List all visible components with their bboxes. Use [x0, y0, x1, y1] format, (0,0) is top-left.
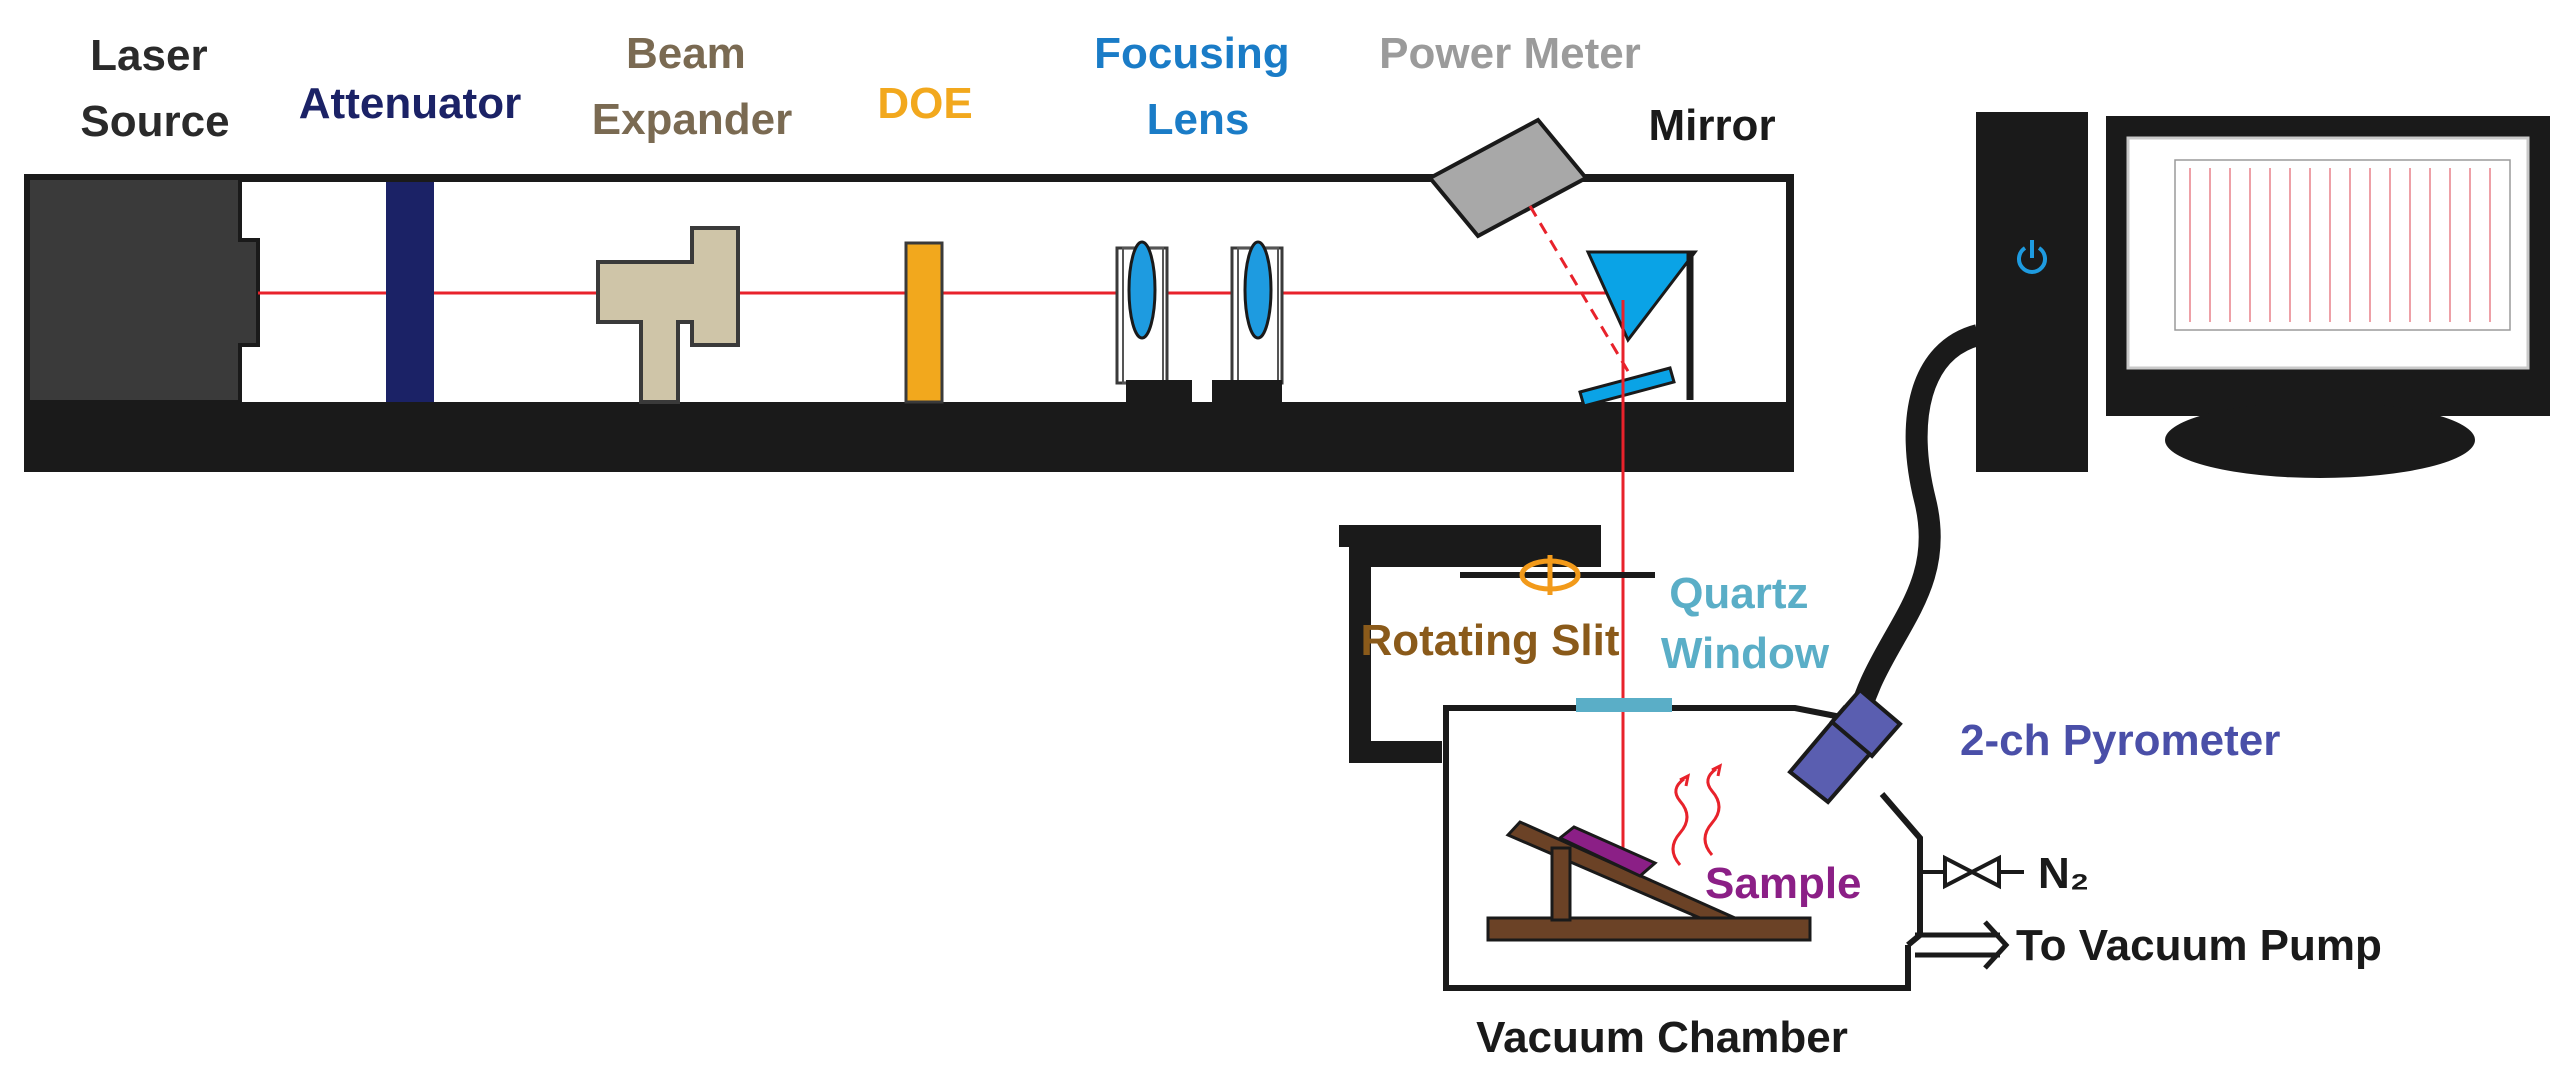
- doe-label: DOE: [877, 79, 972, 128]
- beam-expander-label: Beam Expander: [592, 29, 793, 144]
- slit-enclosure: [1339, 525, 1655, 763]
- mirror-device: [1578, 250, 1699, 408]
- doe-device: [904, 241, 944, 404]
- arrow-icon: [1915, 920, 2010, 970]
- quartz-window-device: [1576, 698, 1672, 712]
- quartz-window-label: Quartz Window: [1661, 569, 1830, 678]
- reflected-beam-dashed: [1528, 205, 1634, 379]
- fiber-cable: [1844, 324, 1982, 737]
- computer: [1976, 112, 2550, 478]
- power-icon: [2017, 240, 2047, 274]
- pc-tower: [1976, 112, 2088, 472]
- heat-wave-icon: [1671, 763, 1723, 866]
- attenuator-device: [386, 182, 434, 402]
- sample-label: Sample: [1705, 859, 1862, 908]
- screen-plot: [2174, 159, 2511, 331]
- mirror-label: Mirror: [1648, 101, 1775, 150]
- valve-icon: [1920, 854, 2024, 890]
- beam-expander-device: [596, 226, 740, 404]
- vacuum-pump-label: To Vacuum Pump: [2016, 921, 2382, 970]
- sample-device: [1557, 825, 1658, 878]
- rotating-slit-label: Rotating Slit: [1360, 616, 1619, 665]
- attenuator-label: Attenuator: [299, 79, 521, 128]
- n2-label: N₂: [2038, 849, 2089, 898]
- laser-source-device: [26, 176, 260, 404]
- sample-holder: [1486, 820, 1812, 942]
- pyrometer-device: [1787, 687, 1903, 805]
- power-meter-label: Power Meter: [1379, 29, 1641, 78]
- power-meter-device: [1426, 117, 1590, 239]
- focusing-lens-device: [1115, 240, 1284, 402]
- rotation-icon: [1519, 555, 1581, 595]
- laser-source-label: Laser Source: [80, 31, 229, 146]
- pyrometer-label: 2-ch Pyrometer: [1960, 716, 2280, 765]
- focusing-lens-label: Focusing Lens: [1094, 29, 1302, 144]
- monitor-stand: [2165, 402, 2475, 478]
- vacuum-chamber-label: Vacuum Chamber: [1476, 1013, 1848, 1062]
